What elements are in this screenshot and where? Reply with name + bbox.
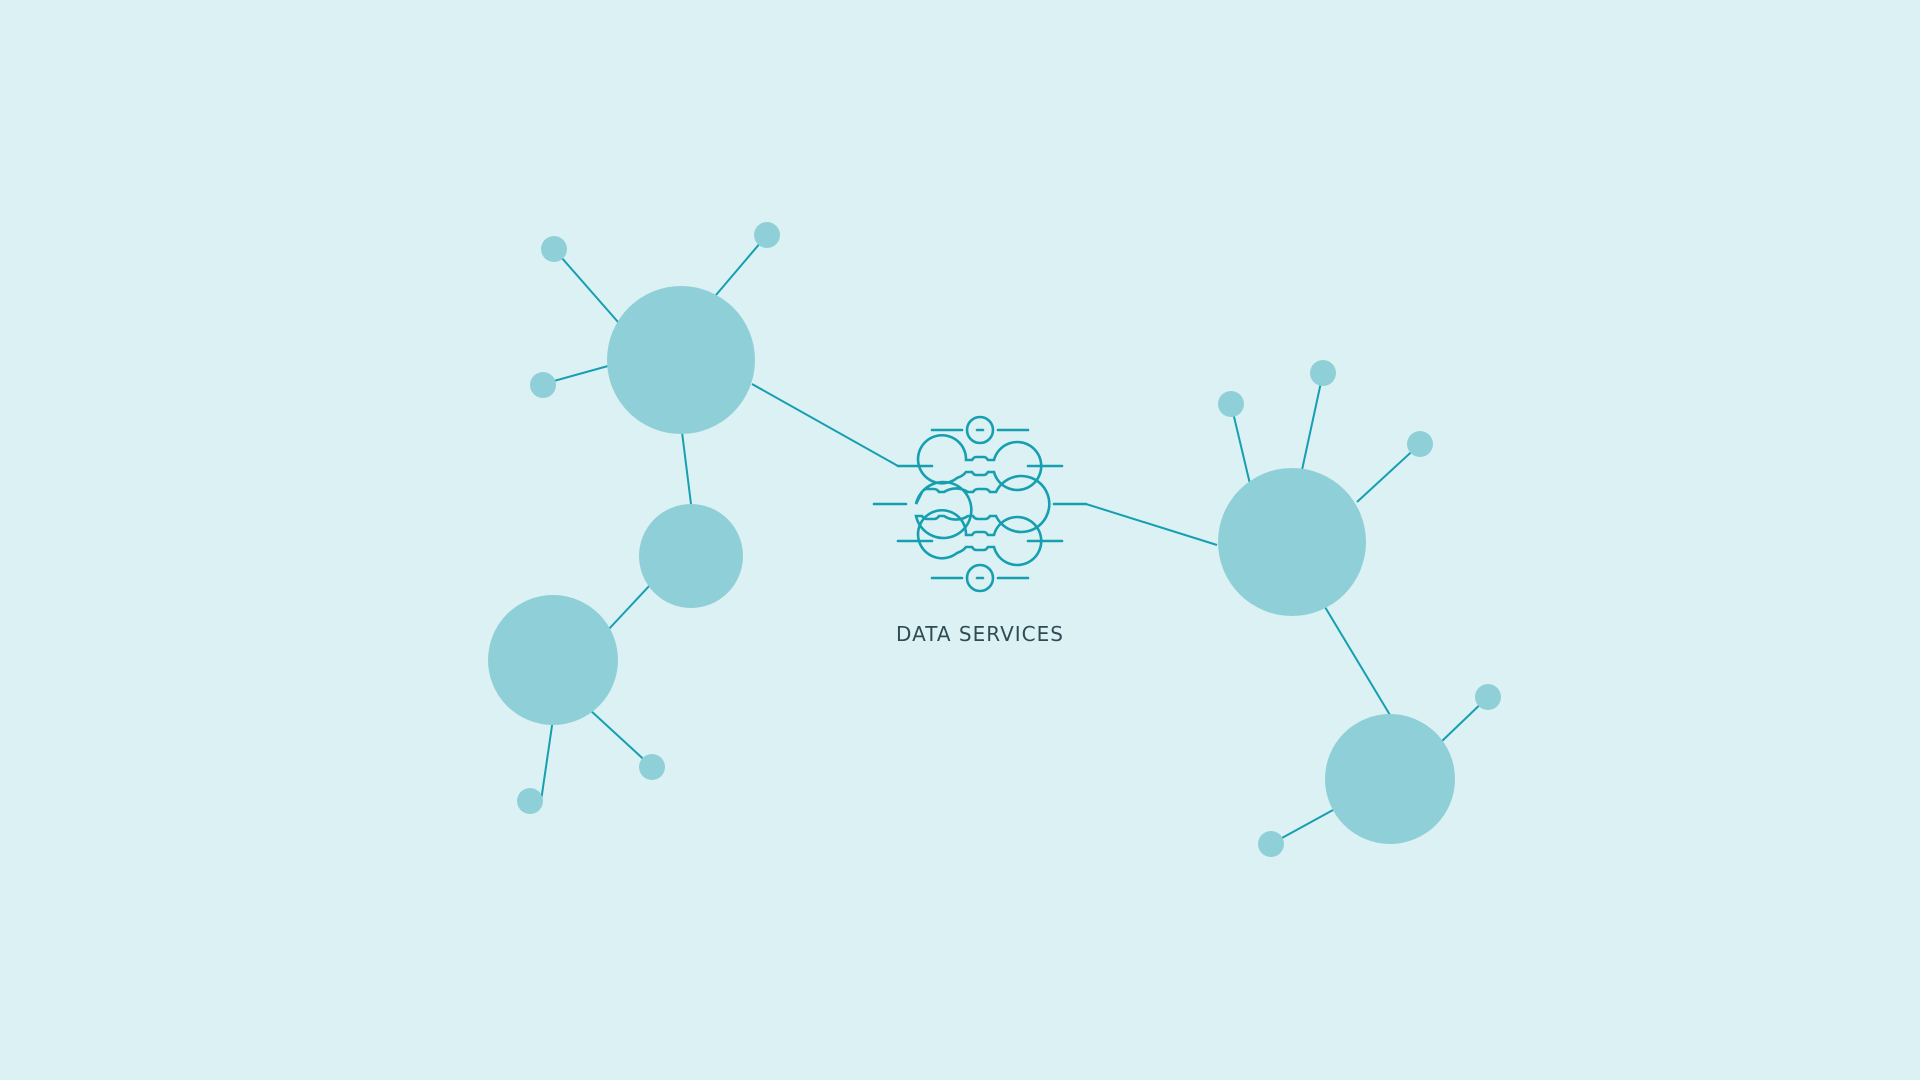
leaf-node: [639, 754, 665, 780]
leaf-node: [530, 372, 556, 398]
leaf-node: [1310, 360, 1336, 386]
node-d: [1218, 468, 1366, 616]
leaf-node: [1407, 431, 1433, 457]
link-d-leaf3: [1356, 443, 1421, 503]
link-hub-d: [1085, 503, 1218, 546]
leaf-node: [1475, 684, 1501, 710]
link-d-leaf1: [1230, 403, 1251, 485]
node-e: [1325, 714, 1455, 844]
leaf-node: [541, 236, 567, 262]
data-services-icon: [872, 415, 1088, 593]
link-d-e: [1324, 606, 1391, 716]
leaf-nodes: [517, 222, 1501, 857]
link-a-leaf1: [553, 248, 619, 323]
link-c-leaf2: [589, 709, 653, 768]
node-a: [607, 286, 755, 434]
link-a-b: [681, 431, 692, 505]
link-d-leaf2: [1301, 372, 1324, 471]
link-c-leaf1: [540, 711, 555, 802]
leaf-node: [517, 788, 543, 814]
link-b-c: [607, 583, 652, 631]
hub-label: DATA SERVICES: [896, 622, 1064, 646]
leaf-node: [754, 222, 780, 248]
node-b: [639, 504, 743, 608]
link-a-leaf2: [715, 234, 768, 296]
node-c: [488, 595, 618, 725]
nodes: [488, 286, 1455, 844]
leaf-node: [1218, 391, 1244, 417]
link-a-hub: [751, 383, 899, 467]
leaf-node: [1258, 831, 1284, 857]
